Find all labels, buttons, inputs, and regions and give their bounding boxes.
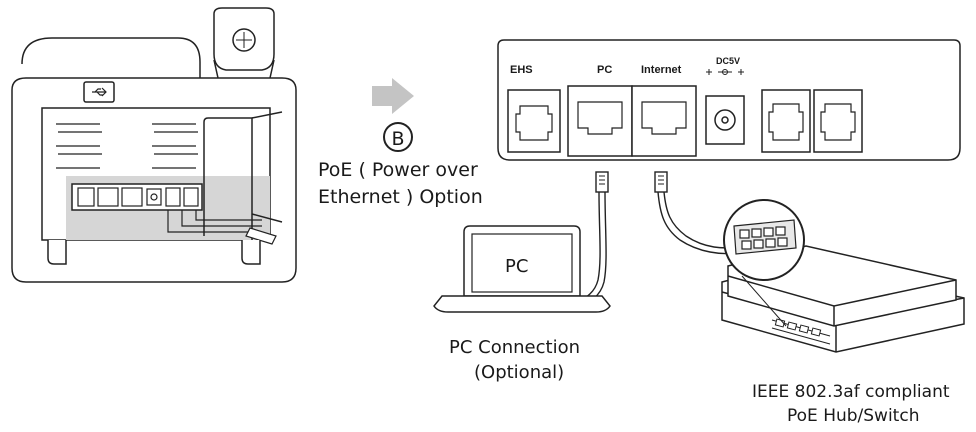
phone-back-view (11, 7, 297, 283)
step-b-marker: B (383, 122, 413, 152)
wall-mount-slots (56, 123, 198, 169)
dc-power-port (705, 69, 745, 145)
switch-caption-line1: IEEE 802.3af compliant (752, 382, 950, 402)
ethernet-cables (577, 171, 743, 307)
internet-port-label: Internet (641, 64, 682, 76)
pc-connection-optional: (Optional) (474, 362, 565, 383)
handset-port (761, 89, 811, 153)
pc-port (567, 85, 633, 157)
ehs-port (507, 89, 561, 153)
switch-caption-line2: PoE Hub/Switch (787, 406, 920, 426)
pc-port-label: PC (597, 64, 613, 76)
ehs-port-label: EHS (510, 64, 533, 76)
port-panel (497, 39, 961, 161)
poe-option-line1: PoE ( Power over (318, 159, 478, 181)
dc-port-label: DC5V (716, 56, 741, 66)
poe-option-line2: Ethernet ) Option (318, 186, 483, 208)
pc-connection-caption: PC Connection (449, 337, 580, 358)
internet-port (631, 85, 697, 157)
usb-icon (92, 87, 107, 97)
poe-switch (721, 199, 965, 353)
laptop-screen-label: PC (505, 256, 529, 277)
laptop (433, 225, 611, 313)
right-arrow-icon (372, 78, 414, 114)
headset-port (813, 89, 863, 153)
